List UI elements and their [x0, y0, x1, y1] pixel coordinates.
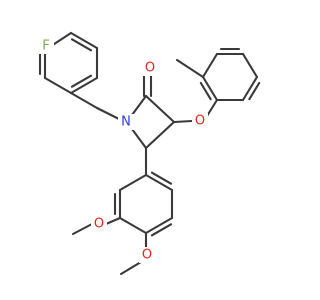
methoxy-upper-bond-ring-o: [104, 216, 122, 226]
tolyl-ring-bond-2: [241, 75, 259, 102]
tolyl-ring-bond-6: [201, 75, 219, 102]
methoxy-oxygen-lower-label-bg: [139, 247, 155, 263]
ether-bond-o-ring: [205, 98, 219, 118]
fluorine-label-bg: [38, 38, 54, 54]
nitrogen-atom-label: N: [121, 115, 131, 130]
methoxy-oxygen-upper-atom-label: O: [94, 217, 104, 232]
tolyl-ring-double-3: [199, 81, 212, 101]
carbonyl-oxygen-label-bg: [142, 60, 158, 76]
carbonyl-oxygen-atom-label: O: [145, 61, 155, 76]
lactam-ring-bond-c2-c3: [144, 94, 176, 124]
dimethoxy-ring-bond-6: [118, 173, 148, 192]
dimethoxy-ring-bond-3: [144, 216, 174, 235]
molecule-structure: F N O O O O: [38, 31, 261, 276]
ether-oxygen-atom-label: O: [195, 114, 205, 129]
tolyl-methyl-bond: [175, 58, 205, 79]
benzyl-bond-1: [69, 91, 99, 110]
fluoro-ring-double-2: [70, 74, 93, 88]
tolyl-ring-double-1: [248, 81, 261, 101]
lactam-ring-bond-n-c2: [130, 94, 148, 117]
dimethoxy-ring-double-2: [150, 223, 173, 237]
fluoro-ring-bond-4: [43, 76, 73, 95]
fluoro-ring-bond-3: [69, 76, 99, 95]
methoxy-oxygen-lower-atom-label: O: [142, 248, 152, 263]
dimethoxy-ring-double-1: [150, 171, 173, 185]
methoxy-upper-bond-o-me: [71, 222, 94, 236]
fluorine-atom-label: F: [42, 39, 49, 54]
methoxy-oxygen-upper-label-bg: [91, 216, 107, 232]
lactam-ring-bond-c4-n: [130, 127, 148, 150]
nitrogen-label-bg: [118, 114, 134, 130]
atom-labels: F N O O O O: [38, 38, 208, 263]
fluoro-ring-bond-1: [69, 31, 99, 50]
methoxy-lower-bond-o-me: [119, 260, 143, 276]
ether-oxygen-label-bg: [192, 113, 208, 129]
lactam-ring-bond-c3-c4: [144, 120, 176, 150]
fluoro-ring-double-1: [70, 38, 93, 52]
dimethoxy-ring-bond-4: [118, 216, 148, 235]
tolyl-ring-bond-5: [201, 52, 219, 79]
ether-bond-c3-o: [172, 119, 194, 124]
dimethoxy-ring-bond-1: [144, 173, 174, 192]
benzyl-bond-2: [95, 106, 121, 121]
tolyl-ring-bond-3: [241, 52, 259, 79]
